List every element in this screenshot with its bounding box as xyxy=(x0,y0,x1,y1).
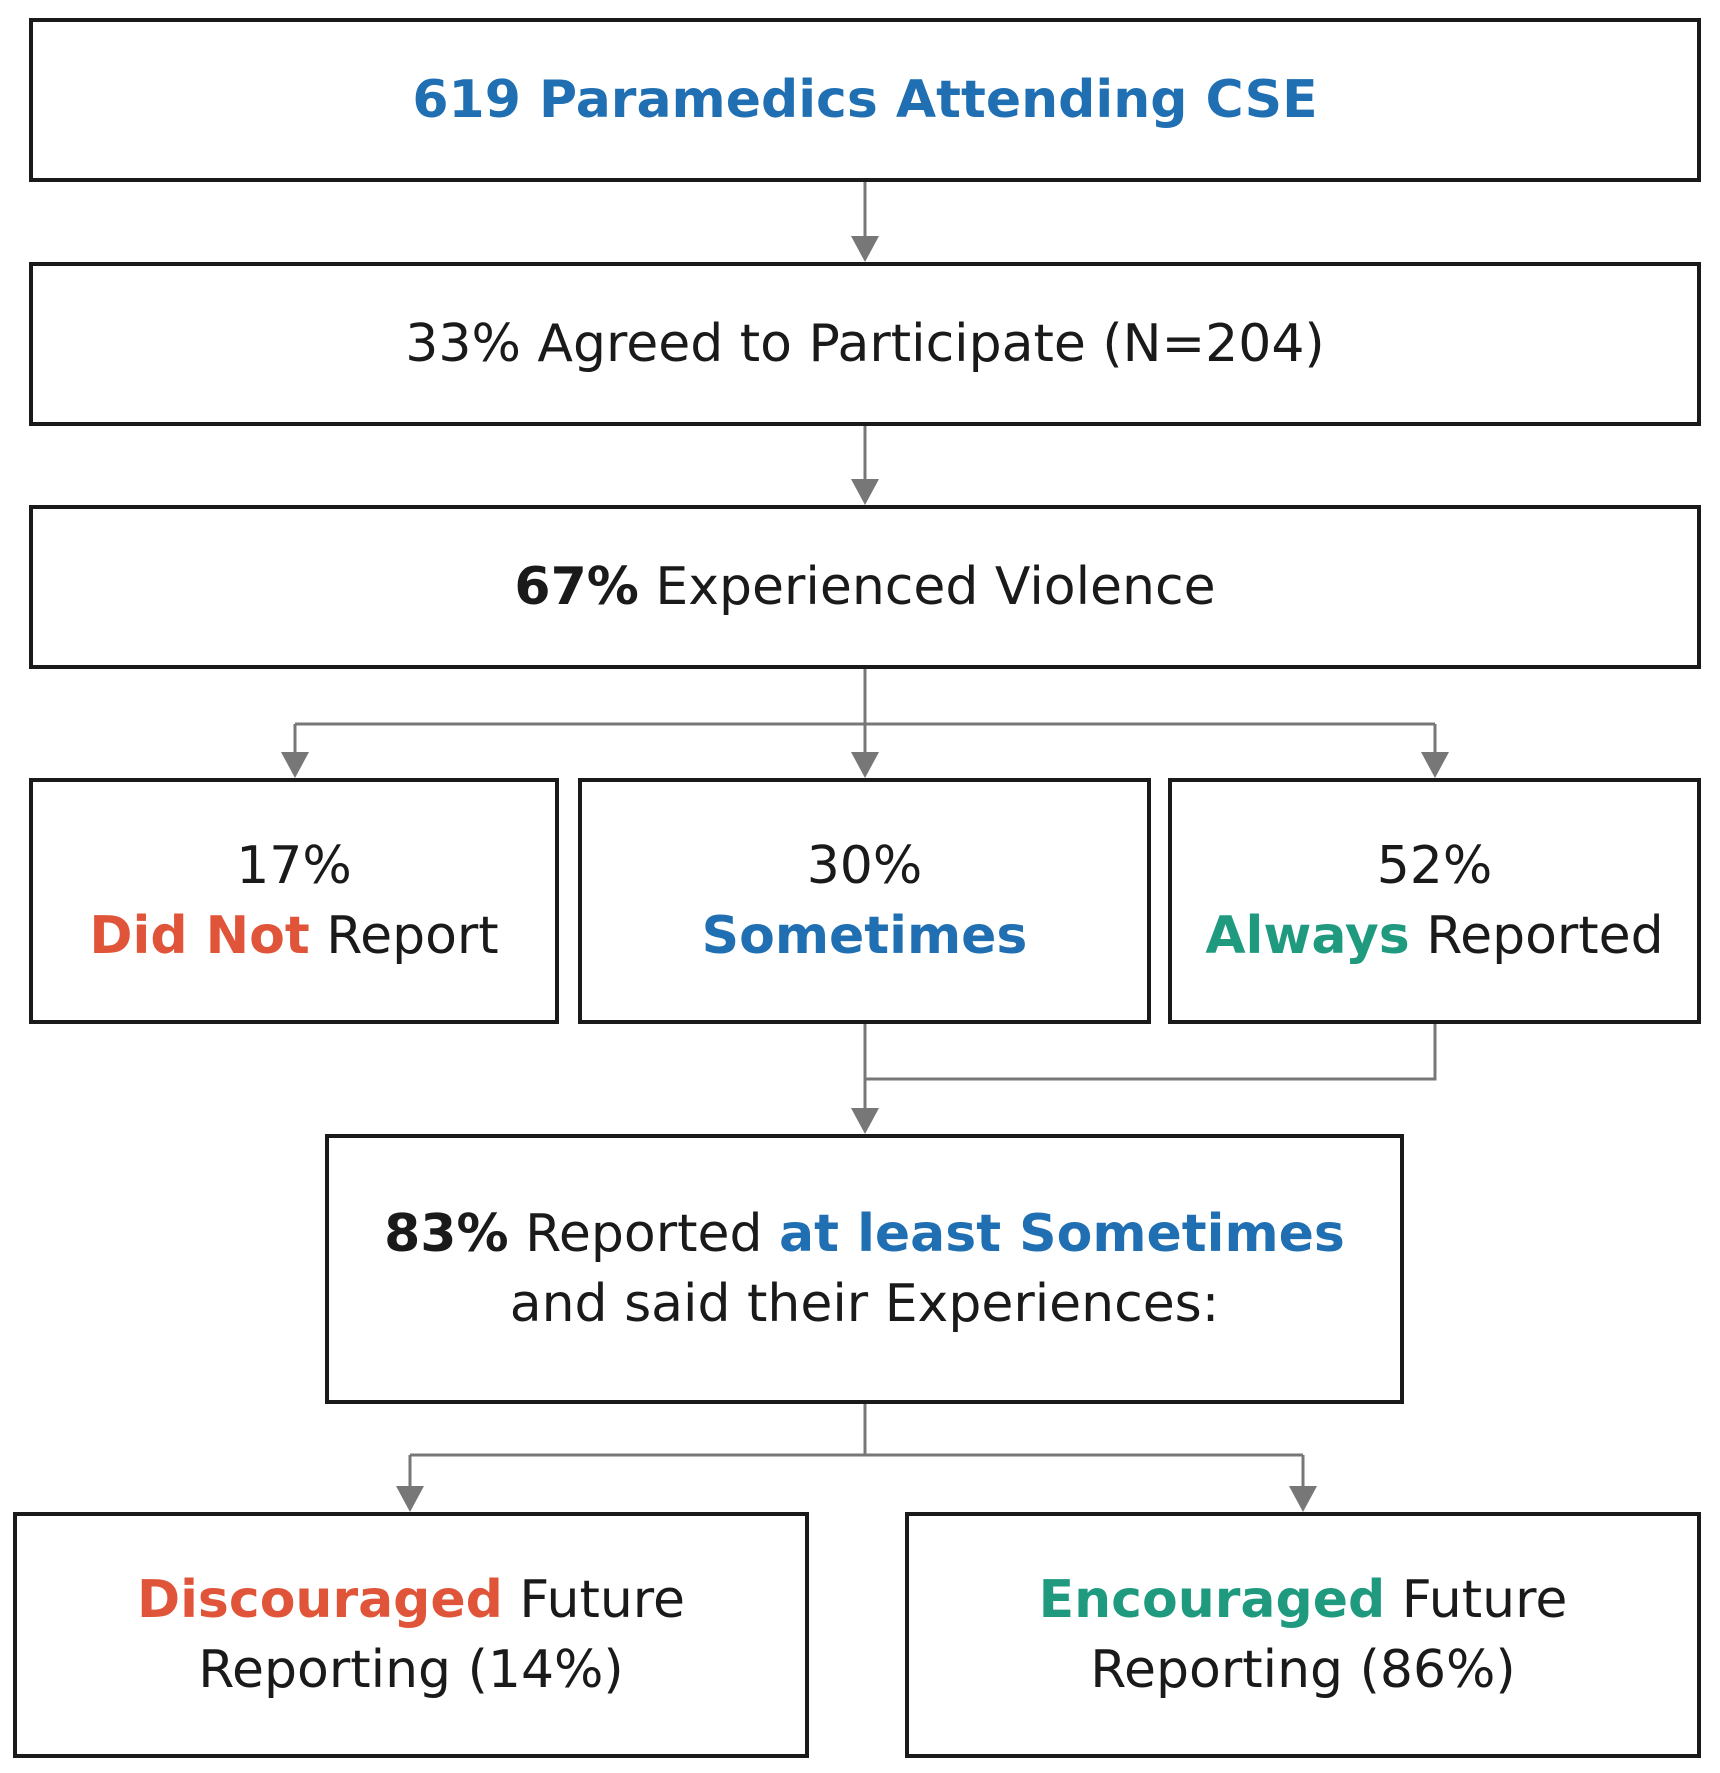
box-discouraged-future-reporting: Discouraged Future Reporting (14%) xyxy=(13,1512,809,1758)
encouraged-highlight: Encouraged xyxy=(1038,1569,1386,1630)
did-not-report-percent: 17% xyxy=(236,835,352,896)
arrowhead-did-not-report xyxy=(281,752,309,778)
box-always-reported: 52% Always Reported xyxy=(1168,778,1701,1024)
did-not-report-highlight: Did Not xyxy=(89,906,310,966)
discouraged-line2: Reporting (14%) xyxy=(198,1640,624,1700)
connector-always-join xyxy=(865,1024,1437,1081)
arrowhead-participate xyxy=(851,236,879,262)
total-paramedics-label: 619 Paramedics Attending CSE xyxy=(412,69,1318,130)
encouraged-rest: Future xyxy=(1385,1569,1568,1630)
at-least-sometimes-line2: and said their Experiences: xyxy=(509,1274,1220,1334)
encouraged-line2: Reporting (86%) xyxy=(1090,1640,1516,1700)
arrowhead-always xyxy=(1421,752,1449,778)
always-percent: 52% xyxy=(1376,835,1493,896)
at-least-sometimes-percent: 83% xyxy=(384,1203,509,1264)
box-encouraged-future-reporting: Encouraged Future Reporting (86%) xyxy=(905,1512,1701,1758)
violence-percent: 67% xyxy=(514,556,639,617)
at-least-sometimes-highlight: at least Sometimes xyxy=(779,1203,1345,1264)
sometimes-percent: 30% xyxy=(806,835,923,896)
box-agreed-to-participate: 33% Agreed to Participate (N=204) xyxy=(29,262,1701,426)
sometimes-highlight: Sometimes xyxy=(701,906,1028,966)
box-experienced-violence: 67% Experienced Violence xyxy=(29,505,1701,669)
box-at-least-sometimes: 83% Reported at least Sometimes and said… xyxy=(325,1134,1404,1404)
always-highlight: Always xyxy=(1205,906,1410,966)
arrowhead-at-least-sometimes xyxy=(851,1108,879,1134)
arrowhead-discouraged xyxy=(396,1486,424,1512)
arrowhead-violence xyxy=(851,479,879,505)
participate-label: 33% Agreed to Participate (N=204) xyxy=(405,313,1325,374)
box-sometimes-reported: 30% Sometimes xyxy=(578,778,1151,1024)
at-least-sometimes-middle: Reported xyxy=(508,1203,780,1264)
always-rest: Reported xyxy=(1409,906,1664,966)
box-total-paramedics: 619 Paramedics Attending CSE xyxy=(29,18,1701,182)
discouraged-rest: Future xyxy=(502,1569,686,1630)
box-did-not-report: 17% Did Not Report xyxy=(29,778,559,1024)
violence-label: Experienced Violence xyxy=(638,556,1216,617)
arrowhead-encouraged xyxy=(1289,1486,1317,1512)
arrowhead-sometimes xyxy=(851,752,879,778)
did-not-report-rest: Report xyxy=(309,906,499,966)
discouraged-highlight: Discouraged xyxy=(136,1569,503,1630)
